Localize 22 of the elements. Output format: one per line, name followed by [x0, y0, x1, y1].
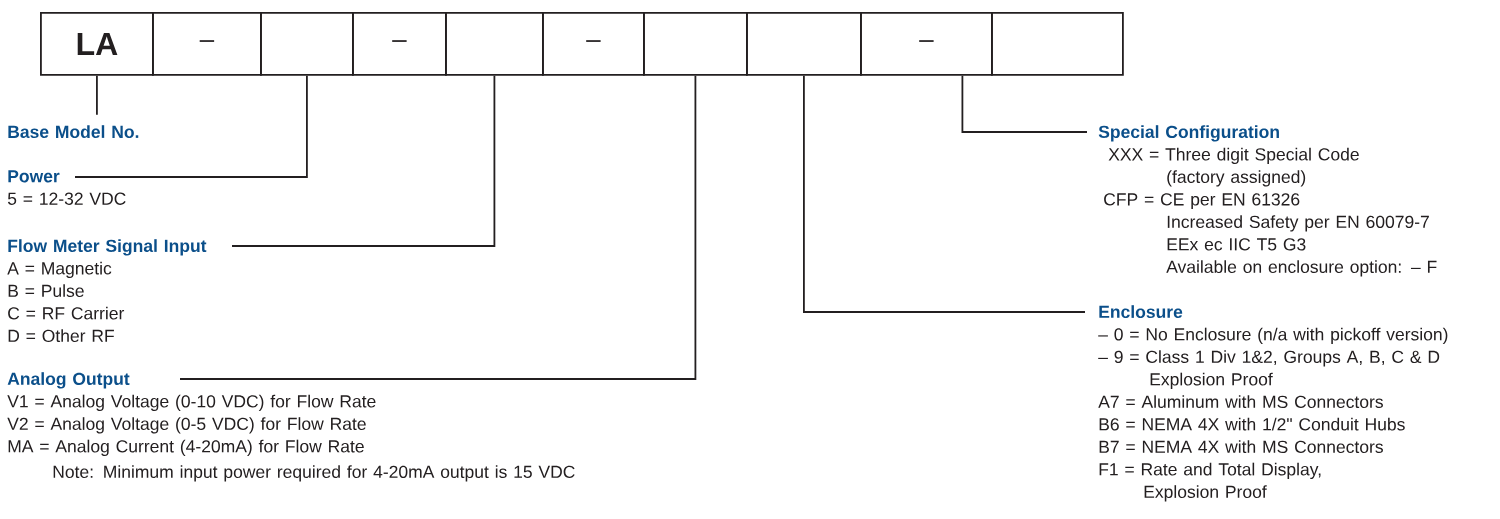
code-box [746, 12, 862, 76]
leader-line [74, 74, 308, 178]
code-box: – [542, 12, 645, 76]
code-box [445, 12, 544, 76]
code-description: Analog Output V1 = Analog Voltage (0-10 VDC) for Flow Rate V2 = Analog Voltage (0-5 VDC) for Flow Rate MA = Analog Current (4-20mA) for Flow Rate Note: Minimum input power required for 4-20mA output is 15 VDC [7, 372, 575, 482]
code-description: Special Configuration XXX = Three digit Special Code (factory assigned) CFP = CE per EN 61326 Increased Safety per EN 60079-7 EEx ec IIC T5 G3 Available on enclosure option: – F [1098, 125, 1437, 277]
code-box: – [352, 12, 447, 76]
leader-line [231, 74, 496, 247]
code-description: Base Model No. [8, 125, 139, 139]
leader-line [179, 74, 697, 380]
code-box [643, 12, 748, 76]
code-description: Enclosure – 0 = No Enclosure (n/a with pickoff version) – 9 = Class 1 Div 1&2, Groups A, B, C & D Explosion Proof A7 = Aluminum with MS Connectors B6 = NEMA 4X with 1/2" Conduit Hubs B7 = NEMA 4X with MS Connectors F1 = Rate and Total Display, Explosion Proof [1098, 305, 1448, 502]
code-description: Flow Meter Signal Input A = Magnetic B = Pulse C = RF Carrier D = Other RF [7, 239, 207, 343]
code-box [260, 12, 354, 76]
code-box: – [860, 12, 993, 76]
code-box: – [152, 12, 262, 76]
code-box [991, 12, 1124, 76]
code-description: Power 5 = 12-32 VDC [7, 170, 126, 205]
leader-line [961, 74, 1088, 133]
leader-line [96, 74, 98, 116]
code-box: LA [40, 12, 154, 76]
leader-line [803, 74, 1086, 313]
